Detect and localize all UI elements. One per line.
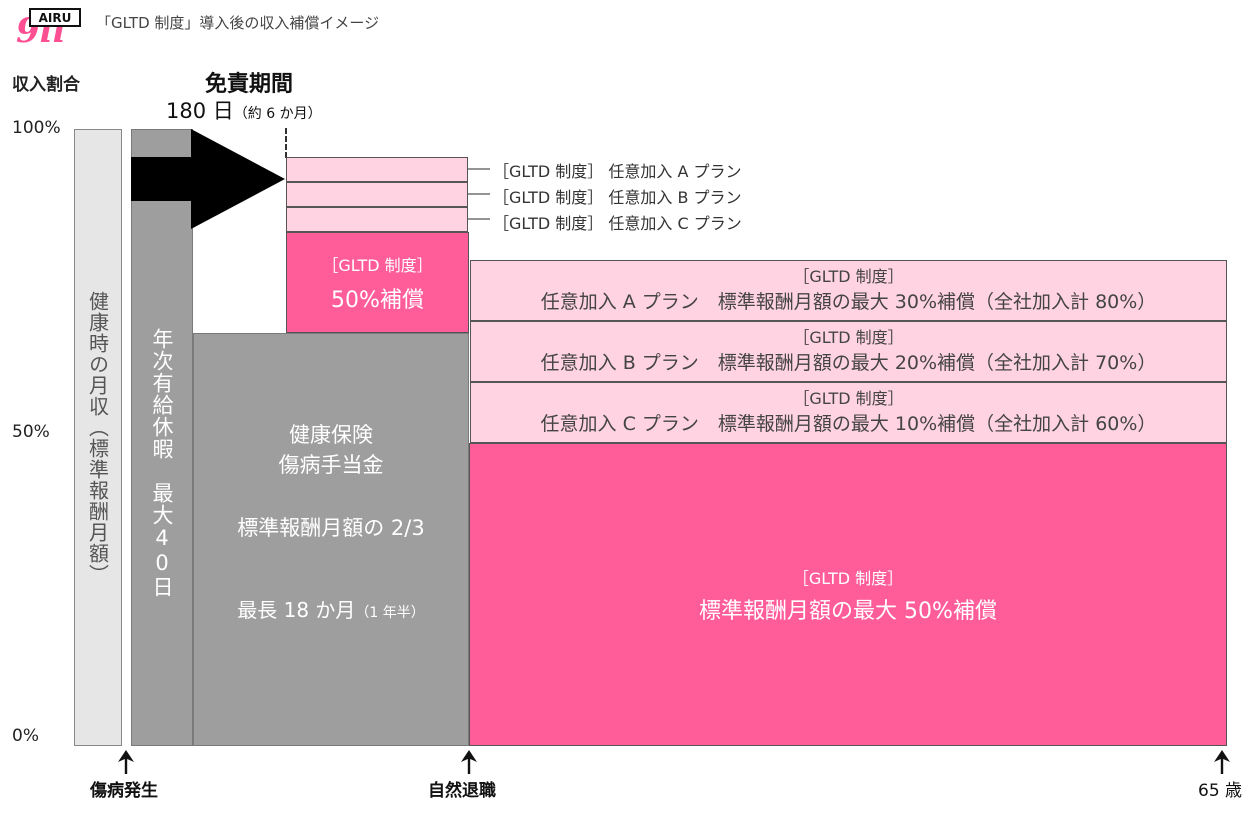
plan-a-row: ［GLTD 制度］ 任意加入 A プラン 標準報酬月額の最大 30%補償（全社加… (470, 260, 1227, 321)
tick-50: 50% (12, 422, 50, 442)
retire-arrow-icon (461, 750, 477, 774)
healthy-income-bar: 健康時の月収（標準報酬月額） (74, 129, 122, 746)
exempt-period-title: 免責期間 (205, 72, 294, 97)
plan-b-heading: ［GLTD 制度］ (793, 327, 904, 347)
exempt-days-note: （約 6 か月） (233, 106, 322, 122)
plan-c-heading: ［GLTD 制度］ (793, 388, 904, 408)
airu-logo: 9ll AIRU (16, 8, 81, 46)
tick-0: 0% (12, 726, 39, 746)
health-insurance-block: 健康保険 傷病手当金 標準報酬月額の 2/3 最長 18 か月（1 年半） (193, 333, 469, 746)
option-c-small-block (286, 207, 468, 232)
insurance-duration: 最長 18 か月 (237, 598, 356, 622)
plan-b-body: 任意加入 B プラン 標準報酬月額の最大 20%補償（全社加入計 70%） (540, 351, 1157, 374)
plan-a-body: 任意加入 A プラン 標準報酬月額の最大 30%補償（全社加入計 80%） (540, 290, 1157, 313)
gltd-main-body: 標準報酬月額の最大 50%補償 (699, 598, 997, 624)
gltd-main-heading: ［GLTD 制度］ (792, 568, 904, 588)
age65-label: 65 歳 (1198, 781, 1243, 801)
retire-label: 自然退職 (428, 781, 496, 801)
insurance-line4: 最長 18 か月（1 年半） (237, 594, 425, 623)
plan-b-row: ［GLTD 制度］ 任意加入 B プラン 標準報酬月額の最大 20%補償（全社加… (470, 321, 1227, 382)
paid-leave-label: 年次有給休暇 最大40日 (150, 327, 174, 598)
header-title: 「GLTD 制度」導入後の収入補償イメージ (96, 14, 380, 32)
option-a-small-block (286, 157, 468, 182)
exempt-end-dashed-line (285, 128, 287, 158)
tick-100: 100% (12, 118, 61, 138)
insurance-line2: 傷病手当金 (278, 453, 384, 477)
exempt-arrow-icon (131, 129, 285, 229)
onset-arrow-icon (118, 750, 134, 774)
gltd-top-heading: ［GLTD 制度］ (322, 255, 433, 275)
plan-c-body: 任意加入 C プラン 標準報酬月額の最大 10%補償（全社加入計 60%） (540, 412, 1157, 435)
gltd-50-main-block: ［GLTD 制度］ 標準報酬月額の最大 50%補償 (469, 443, 1227, 746)
age65-arrow-icon (1214, 750, 1230, 774)
plan-c-row: ［GLTD 制度］ 任意加入 C プラン 標準報酬月額の最大 10%補償（全社加… (470, 382, 1227, 443)
exempt-period-days: 180 日（約 6 か月） (166, 95, 322, 125)
plan-a-heading: ［GLTD 制度］ (793, 266, 904, 286)
gltd-top-body: 50%補償 (331, 287, 424, 313)
healthy-income-label: 健康時の月収（標準報酬月額） (85, 290, 110, 585)
option-b-label: ［GLTD 制度］ 任意加入 B プラン (493, 188, 742, 207)
option-leader-lines (468, 168, 490, 220)
option-b-small-block (286, 182, 468, 207)
option-a-label: ［GLTD 制度］ 任意加入 A プラン (493, 162, 742, 181)
gltd-50-top-block: ［GLTD 制度］ 50%補償 (286, 232, 469, 333)
insurance-line1: 健康保険 (289, 423, 373, 447)
insurance-duration-note: （1 年半） (355, 605, 425, 621)
axis-title: 収入割合 (12, 75, 80, 95)
option-c-label: ［GLTD 制度］ 任意加入 C プラン (493, 214, 742, 233)
logo-text: AIRU (39, 11, 72, 25)
onset-label: 傷病発生 (90, 781, 158, 801)
paid-leave-bar: 年次有給休暇 最大40日 (131, 129, 193, 746)
exempt-days-value: 180 日 (166, 99, 234, 123)
insurance-line3: 標準報酬月額の 2/3 (237, 516, 425, 540)
